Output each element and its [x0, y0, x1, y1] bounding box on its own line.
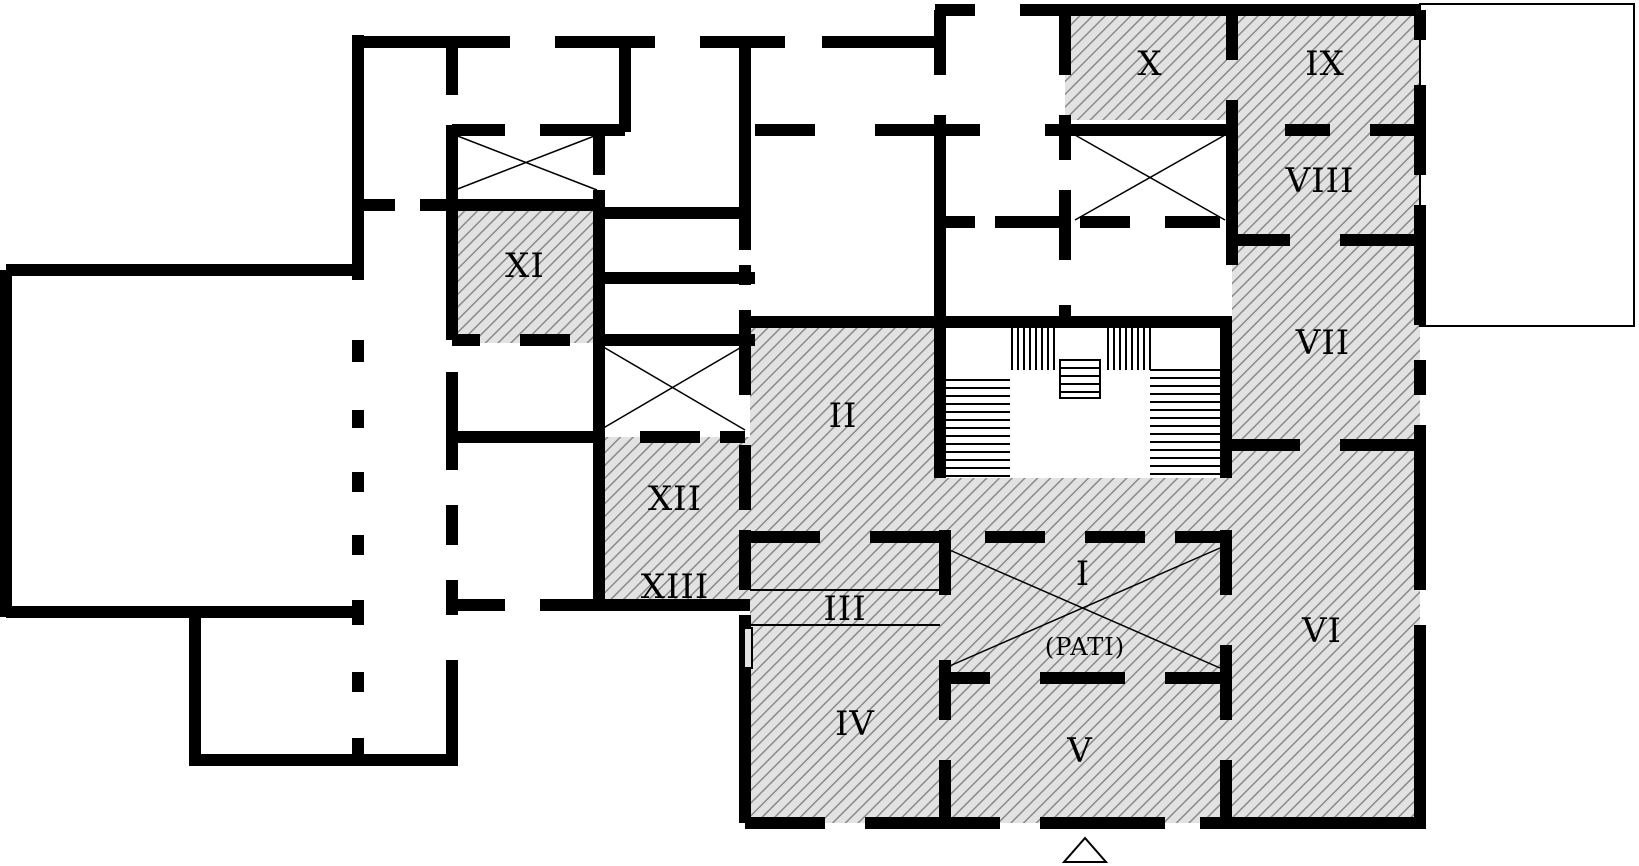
entrance-triangle-icon	[1061, 836, 1109, 863]
cross-mid-left-b	[599, 344, 746, 431]
room-label-vii: VII	[1295, 323, 1350, 363]
stairs-top-left	[1011, 328, 1055, 370]
stairs-top-right	[1107, 328, 1151, 370]
hatch-xi	[452, 205, 599, 343]
room-label-ii: II	[829, 396, 858, 436]
right-annex	[1419, 3, 1635, 327]
hatch-xii	[599, 437, 750, 567]
hatch-xiii	[599, 567, 750, 604]
room-label-iv: IV	[835, 704, 875, 744]
cross-top-left-b	[454, 134, 598, 191]
void-crosses	[454, 134, 1226, 669]
room-label-xii: XII	[648, 479, 702, 519]
room-label-x: X	[1137, 44, 1162, 84]
cross-pati-b	[944, 547, 1221, 669]
hatch-viii	[1232, 120, 1420, 238]
room-label-xiii: XIII	[641, 567, 710, 607]
room-label-vi: VI	[1301, 611, 1342, 651]
staircase	[945, 328, 1220, 477]
room-label-v: V	[1066, 731, 1093, 771]
room-label-i: I	[1076, 554, 1090, 594]
stairs-center	[1059, 359, 1101, 399]
hatch-vii	[1232, 238, 1420, 438]
hatch-v	[945, 678, 1232, 823]
hatch-ii	[750, 322, 945, 537]
hatch-i	[945, 538, 1232, 678]
stairs-right	[1150, 369, 1220, 475]
room-label-ix: IX	[1305, 44, 1345, 84]
room-label-xi: XI	[505, 246, 545, 286]
room-label-iii: III	[823, 589, 866, 629]
cross-top-right-b	[1074, 134, 1226, 221]
room-label-pati: (PATI)	[1045, 633, 1125, 661]
room-labels: X IX VIII VII II XI XII XIII III I (PATI…	[505, 44, 1355, 771]
hatch-ix-x	[1065, 10, 1420, 120]
hatch-iv	[750, 537, 945, 823]
room-label-viii: VIII	[1285, 161, 1355, 201]
stairs-left	[945, 379, 1010, 477]
hatched-areas	[452, 10, 1420, 823]
hatch-vi	[1232, 438, 1420, 823]
passage-iii-outline	[743, 589, 940, 669]
